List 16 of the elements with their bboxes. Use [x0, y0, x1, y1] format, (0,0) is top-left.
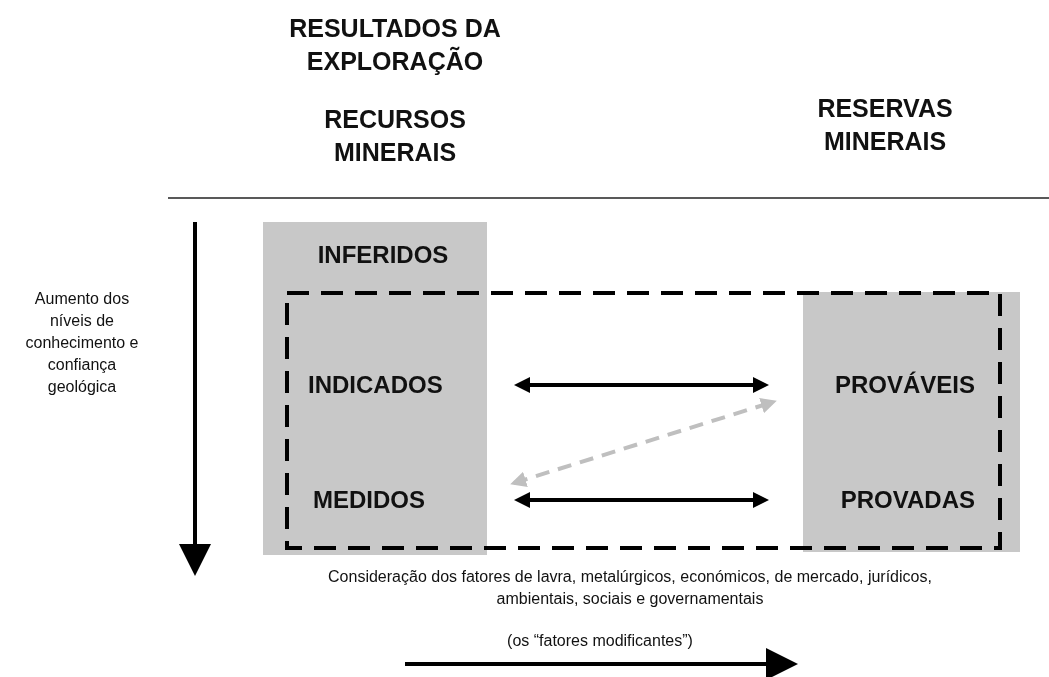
category-label: MEDIDOS	[313, 483, 518, 517]
double-arrow	[510, 397, 777, 488]
resource-column-box	[263, 222, 487, 555]
category-label: PROVÁVEIS	[765, 368, 975, 402]
category-label: INDICADOS	[308, 368, 518, 402]
axis-caption: Aumento dos níveis de conhecimento e confiança geológica	[24, 289, 140, 397]
column-heading: RESERVAS MINERAIS	[816, 93, 954, 157]
category-label: INFERIDOS	[293, 238, 473, 272]
reserve-column-box	[803, 292, 1020, 552]
double-arrow	[514, 377, 769, 393]
category-label: PROVADAS	[765, 483, 975, 517]
double-arrow	[514, 492, 769, 508]
axis-caption: (os “fatores modificantes”)	[506, 631, 694, 651]
axis-caption: Consideração dos fatores de lavra, metalúrgicos, económicos, de mercado, jurídicos, ambientais, sociais e governamentais	[327, 567, 933, 609]
column-heading: RESULTADOS DA EXPLORAÇÃO	[288, 13, 502, 77]
column-heading: RECURSOS MINERAIS	[323, 104, 467, 168]
